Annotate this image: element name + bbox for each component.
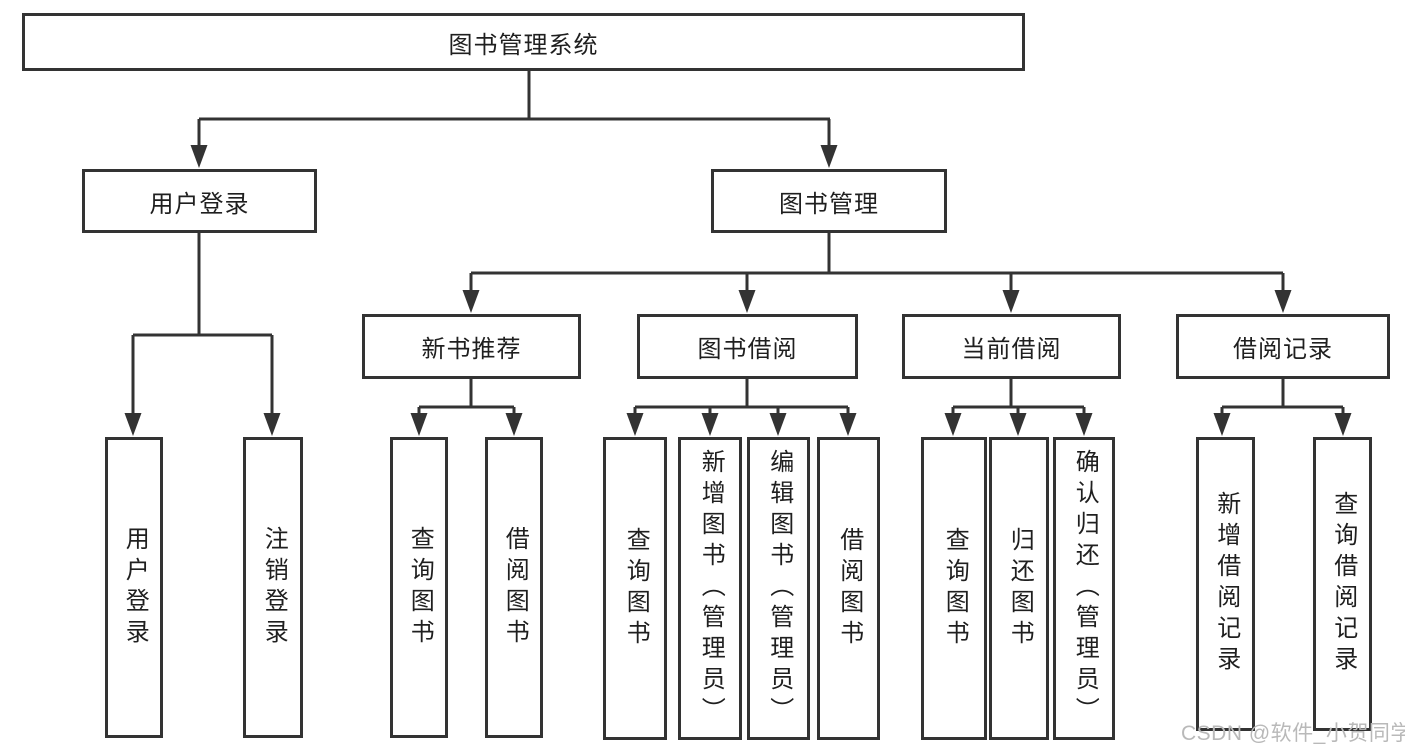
- leaf-bb-edit-books-admin: 编辑图书（管理员）: [747, 437, 810, 740]
- leaf-bb-borrow-books-label: 借阅图书: [835, 526, 863, 651]
- leaf-bb-query-books: 查询图书: [603, 437, 667, 740]
- leaf-br-query-record: 查询借阅记录: [1313, 437, 1372, 731]
- leaf-nbr-query-books: 查询图书: [390, 437, 448, 738]
- leaf-cb-return-books-label: 归还图书: [1006, 526, 1034, 651]
- tree-edges: [131, 70, 1345, 415]
- leaf-br-query-record-label: 查询借阅记录: [1329, 491, 1357, 677]
- leaf-nbr-borrow-books: 借阅图书: [485, 437, 543, 738]
- leaf-bb-add-books-admin-label: 新增图书（管理员）: [697, 449, 725, 728]
- leaf-cb-confirm-return-admin-label: 确认归还（管理员）: [1071, 449, 1099, 728]
- node-borrowing-records: 借阅记录: [1176, 314, 1390, 379]
- node-current-borrowing: 当前借阅: [902, 314, 1121, 379]
- leaf-cb-confirm-return-admin: 确认归还（管理员）: [1053, 437, 1115, 740]
- node-library-management-system: 图书管理系统: [22, 13, 1025, 71]
- node-new-book-recommendation: 新书推荐: [362, 314, 581, 379]
- leaf-bb-borrow-books: 借阅图书: [817, 437, 880, 740]
- leaf-bb-edit-books-admin-label: 编辑图书（管理员）: [765, 449, 793, 728]
- leaf-cb-return-books: 归还图书: [989, 437, 1049, 740]
- node-book-borrowing: 图书借阅: [637, 314, 858, 379]
- node-book-management: 图书管理: [711, 169, 947, 233]
- leaf-br-add-record: 新增借阅记录: [1196, 437, 1255, 731]
- node-user-login: 用户登录: [82, 169, 317, 233]
- arrowheads: [124, 145, 1352, 436]
- leaf-nbr-borrow-books-label: 借阅图书: [501, 525, 529, 650]
- leaf-bb-query-books-label: 查询图书: [622, 526, 650, 651]
- leaf-user-login: 用户登录: [105, 437, 163, 738]
- leaf-cb-query-books: 查询图书: [921, 437, 987, 740]
- leaf-logout-label: 注销登录: [260, 525, 288, 650]
- leaf-nbr-query-books-label: 查询图书: [406, 525, 434, 650]
- leaf-cb-query-books-label: 查询图书: [941, 526, 969, 651]
- leaf-user-login-label: 用户登录: [121, 525, 149, 650]
- leaf-bb-add-books-admin: 新增图书（管理员）: [678, 437, 742, 740]
- leaf-logout: 注销登录: [243, 437, 303, 738]
- leaf-br-add-record-label: 新增借阅记录: [1212, 491, 1240, 677]
- csdn-watermark: CSDN @软件_小贺同学: [1181, 722, 1405, 745]
